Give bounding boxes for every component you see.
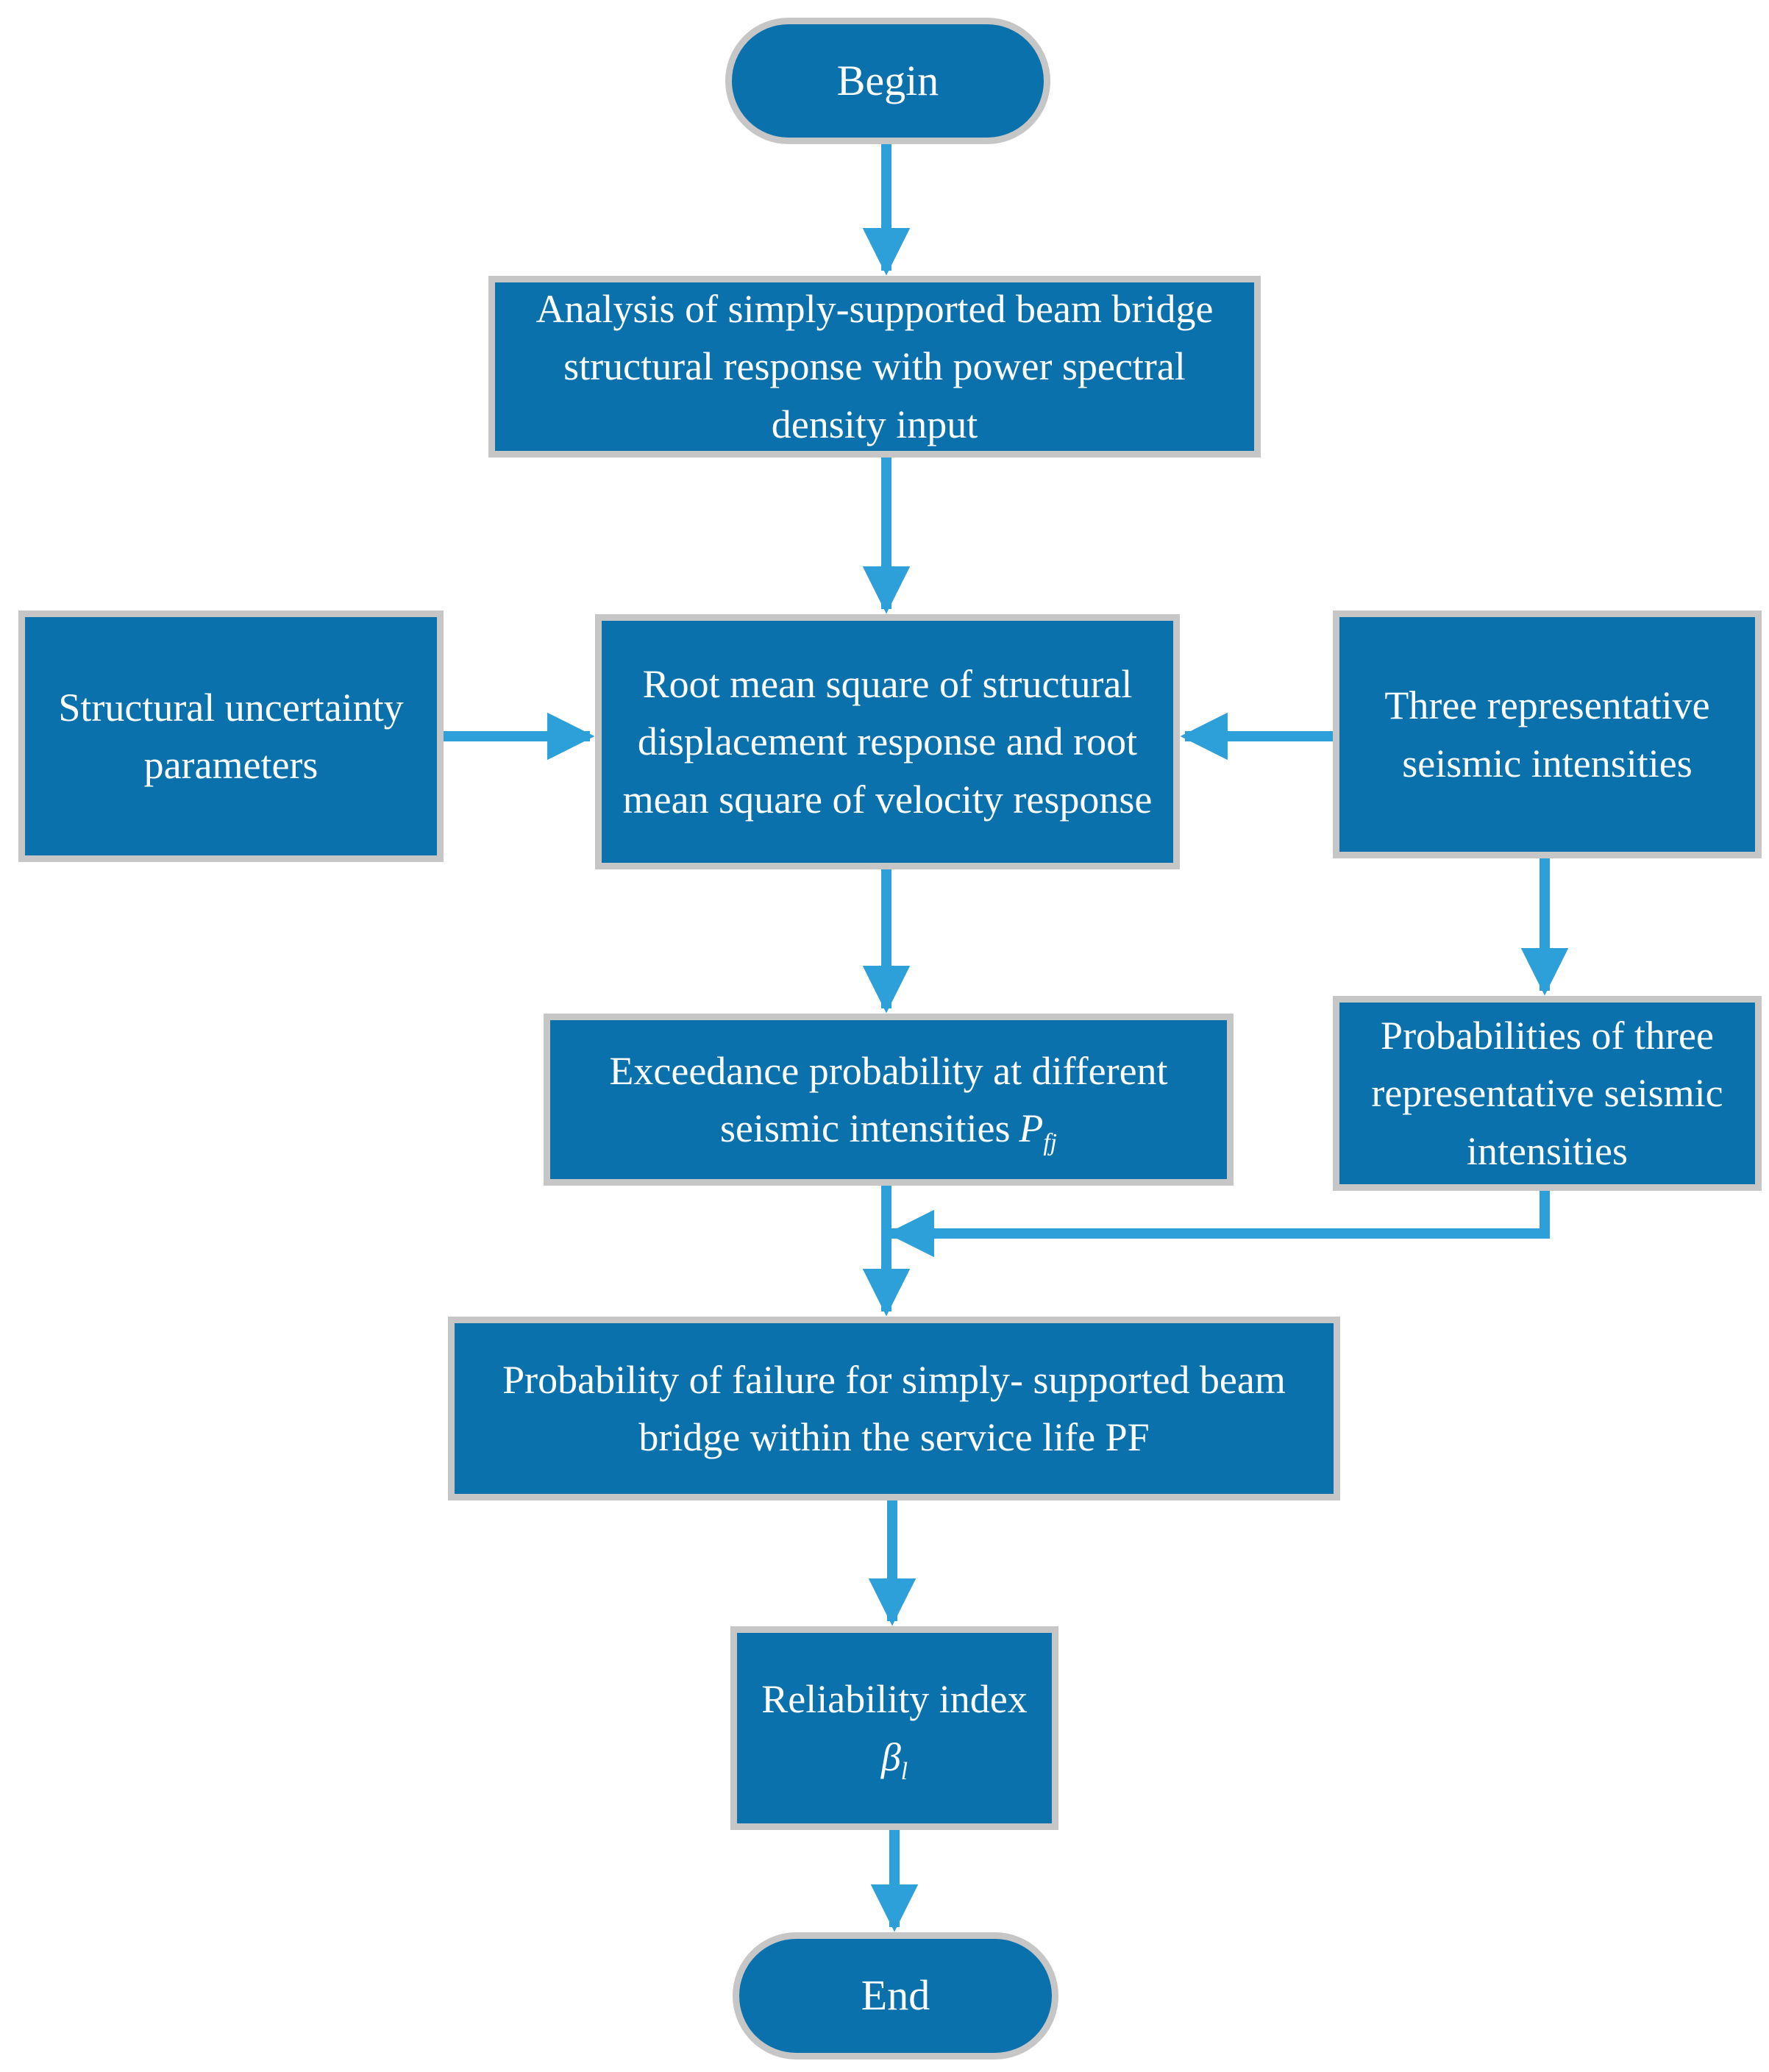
arrow-probabilities-to-junction	[886, 1191, 1550, 1258]
end-terminal: End	[733, 1932, 1058, 2059]
process-seismic-intensities-label: Three representative seismic intensities	[1384, 683, 1710, 786]
begin-label: Begin	[836, 56, 939, 104]
process-exceedance-probability: Exceedance probability at different seis…	[544, 1014, 1234, 1186]
process-failure-label: Probability of failure for simply- suppo…	[502, 1357, 1286, 1459]
process-failure-probability: Probability of failure for simply- suppo…	[448, 1317, 1340, 1500]
process-intensity-probabilities: Probabilities of three representative se…	[1333, 996, 1762, 1191]
process-rms-label: Root mean square of structural displacem…	[622, 662, 1153, 822]
process-analysis-label: Analysis of simply-supported beam bridge…	[535, 287, 1214, 446]
process-reliability-index: Reliability index βl	[730, 1626, 1058, 1830]
begin-terminal: Begin	[725, 18, 1050, 144]
process-exceedance-label: Exceedance probability at different seis…	[609, 1048, 1168, 1156]
reliability-symbol-subscript: l	[900, 1757, 908, 1785]
process-seismic-intensities: Three representative seismic intensities	[1333, 610, 1762, 858]
reliability-symbol: β	[880, 1734, 901, 1779]
process-analysis: Analysis of simply-supported beam bridge…	[488, 276, 1261, 458]
end-label: End	[861, 1971, 930, 2020]
process-uncertainty-parameters: Structural uncertainty parameters	[18, 610, 444, 862]
process-intensity-probabilities-label: Probabilities of three representative se…	[1371, 1014, 1723, 1173]
exceedance-symbol: P	[1019, 1106, 1044, 1150]
process-uncertainty-label: Structural uncertainty parameters	[58, 685, 404, 787]
reliability-symbol-line: βl	[881, 1729, 908, 1786]
exceedance-symbol-subscript: fj	[1043, 1128, 1057, 1156]
process-rms-response: Root mean square of structural displacem…	[595, 614, 1180, 869]
process-reliability-label: Reliability index	[761, 1677, 1028, 1722]
